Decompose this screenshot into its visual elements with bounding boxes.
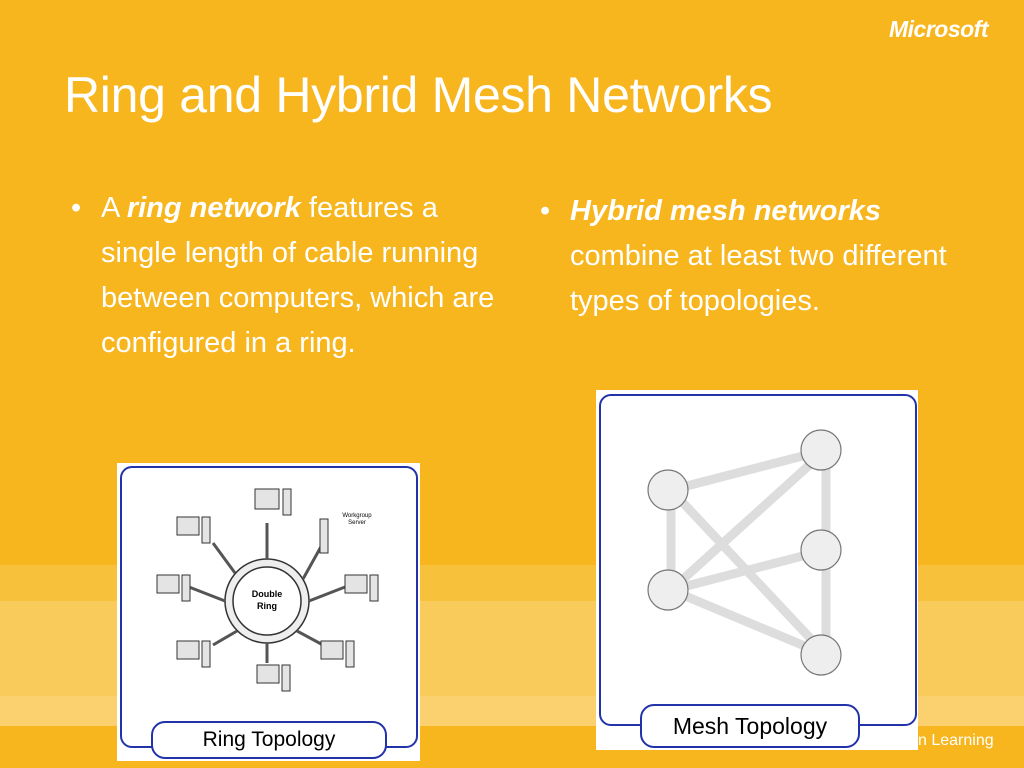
bullet-text: features a single length of cable runnin… bbox=[101, 192, 495, 359]
ring-center-label: Double bbox=[252, 589, 283, 599]
bullet-dot-icon: • bbox=[71, 192, 82, 224]
ring-topology-caption: Ring Topology bbox=[151, 721, 387, 759]
bullet-emphasis: Hybrid mesh networks bbox=[570, 195, 882, 227]
server-label: Server bbox=[348, 520, 366, 526]
bullet-emphasis: ring network bbox=[126, 192, 301, 224]
ring-center-label: Ring bbox=[257, 601, 277, 611]
footer-text: n Learning bbox=[918, 732, 994, 749]
server-label: Workgroup bbox=[342, 513, 372, 519]
bullet-dot-icon: • bbox=[540, 195, 551, 227]
microsoft-logo: Microsoft bbox=[889, 16, 989, 42]
bullet-hybrid-mesh: • Hybrid mesh networks combine at least … bbox=[540, 189, 970, 324]
ring-topology-figure: Double Ring Workgroup Server Ring Topolo… bbox=[117, 463, 420, 761]
bullet-prefix: A bbox=[101, 192, 127, 224]
slide-title: Ring and Hybrid Mesh Networks bbox=[64, 67, 773, 123]
mesh-diagram bbox=[647, 429, 842, 676]
bullet-ring-network: • A ring network features a single lengt… bbox=[71, 186, 496, 366]
ring-diagram: Double Ring Workgroup Server bbox=[156, 488, 379, 692]
bullet-text: combine at least two different types of … bbox=[570, 240, 947, 317]
mesh-topology-caption: Mesh Topology bbox=[640, 704, 860, 748]
mesh-topology-figure: Mesh Topology bbox=[596, 390, 918, 750]
